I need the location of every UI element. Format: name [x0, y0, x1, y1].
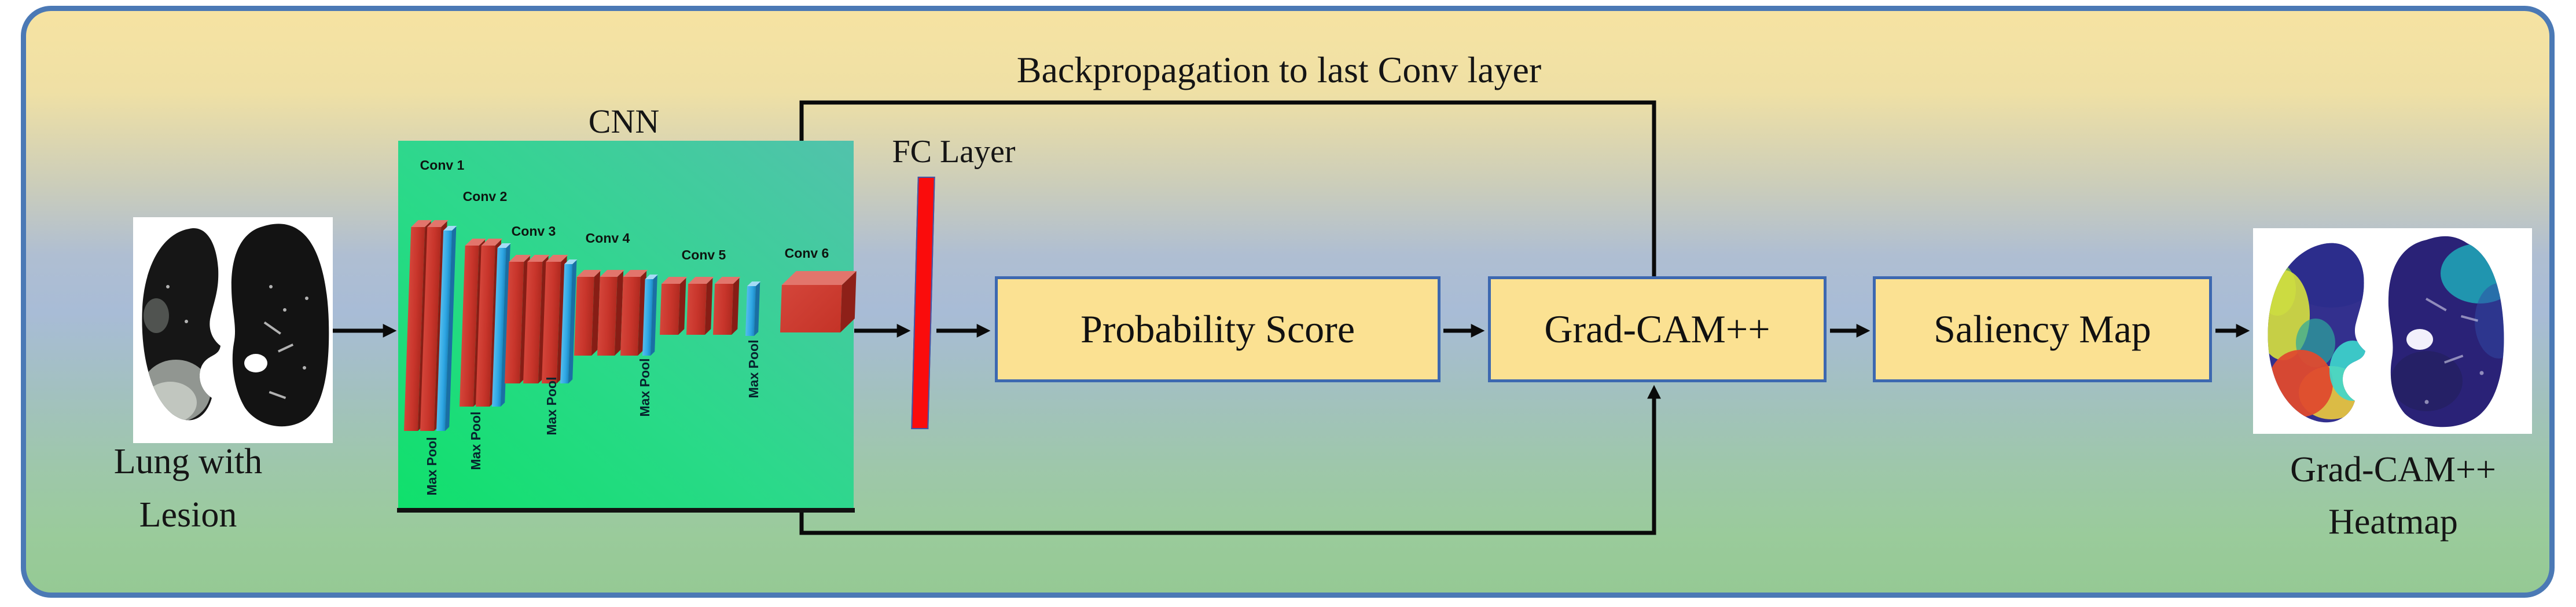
- maxpool5-label: Max Pool: [746, 339, 761, 398]
- conv3d-block: [660, 277, 688, 335]
- gradcam-heatmap-image: [2253, 228, 2532, 434]
- conv1-label: Conv 1: [420, 158, 465, 173]
- grad-cam-box: Grad-CAM++: [1488, 276, 1827, 382]
- conv3d-block: [686, 277, 714, 335]
- conv3d-block: [574, 270, 602, 356]
- maxpool3-label: Max Pool: [544, 376, 559, 436]
- conv4-label: Conv 4: [585, 231, 630, 246]
- ct-vessel-specks: [166, 285, 308, 400]
- maxpool1-label: Max Pool: [424, 437, 439, 496]
- conv3d-block: [597, 270, 625, 356]
- maxpool4-label: Max Pool: [637, 358, 652, 417]
- conv2-label: Conv 2: [462, 189, 508, 204]
- fc-layer-label: FC Layer: [892, 134, 1016, 170]
- output-caption-line2: Heatmap: [2328, 502, 2458, 542]
- heatmap-bronchus-hole: [2406, 329, 2433, 350]
- ct-bronchus-hole: [244, 354, 267, 372]
- conv3d-block: [713, 277, 741, 335]
- conv3-label: Conv 3: [511, 224, 556, 239]
- cnn-title: CNN: [588, 103, 660, 140]
- probability-score-box: Probability Score: [995, 276, 1440, 382]
- saliency-map-box: Saliency Map: [1873, 276, 2212, 382]
- conv5-label: Conv 5: [681, 247, 726, 262]
- conv6-cube: [780, 271, 857, 332]
- ct-right-lung-shape: [231, 224, 329, 427]
- backpropagation-label: Backpropagation to last Conv layer: [1016, 49, 1542, 90]
- conv6-label: Conv 6: [784, 246, 829, 261]
- lung-ct-image: [133, 217, 333, 443]
- maxpool2-label: Max Pool: [468, 411, 483, 470]
- input-caption-line2: Lesion: [139, 495, 237, 535]
- cnn-baseline: [397, 508, 855, 513]
- output-caption-line1: Grad-CAM++: [2290, 450, 2496, 489]
- input-caption-line1: Lung with: [113, 442, 263, 481]
